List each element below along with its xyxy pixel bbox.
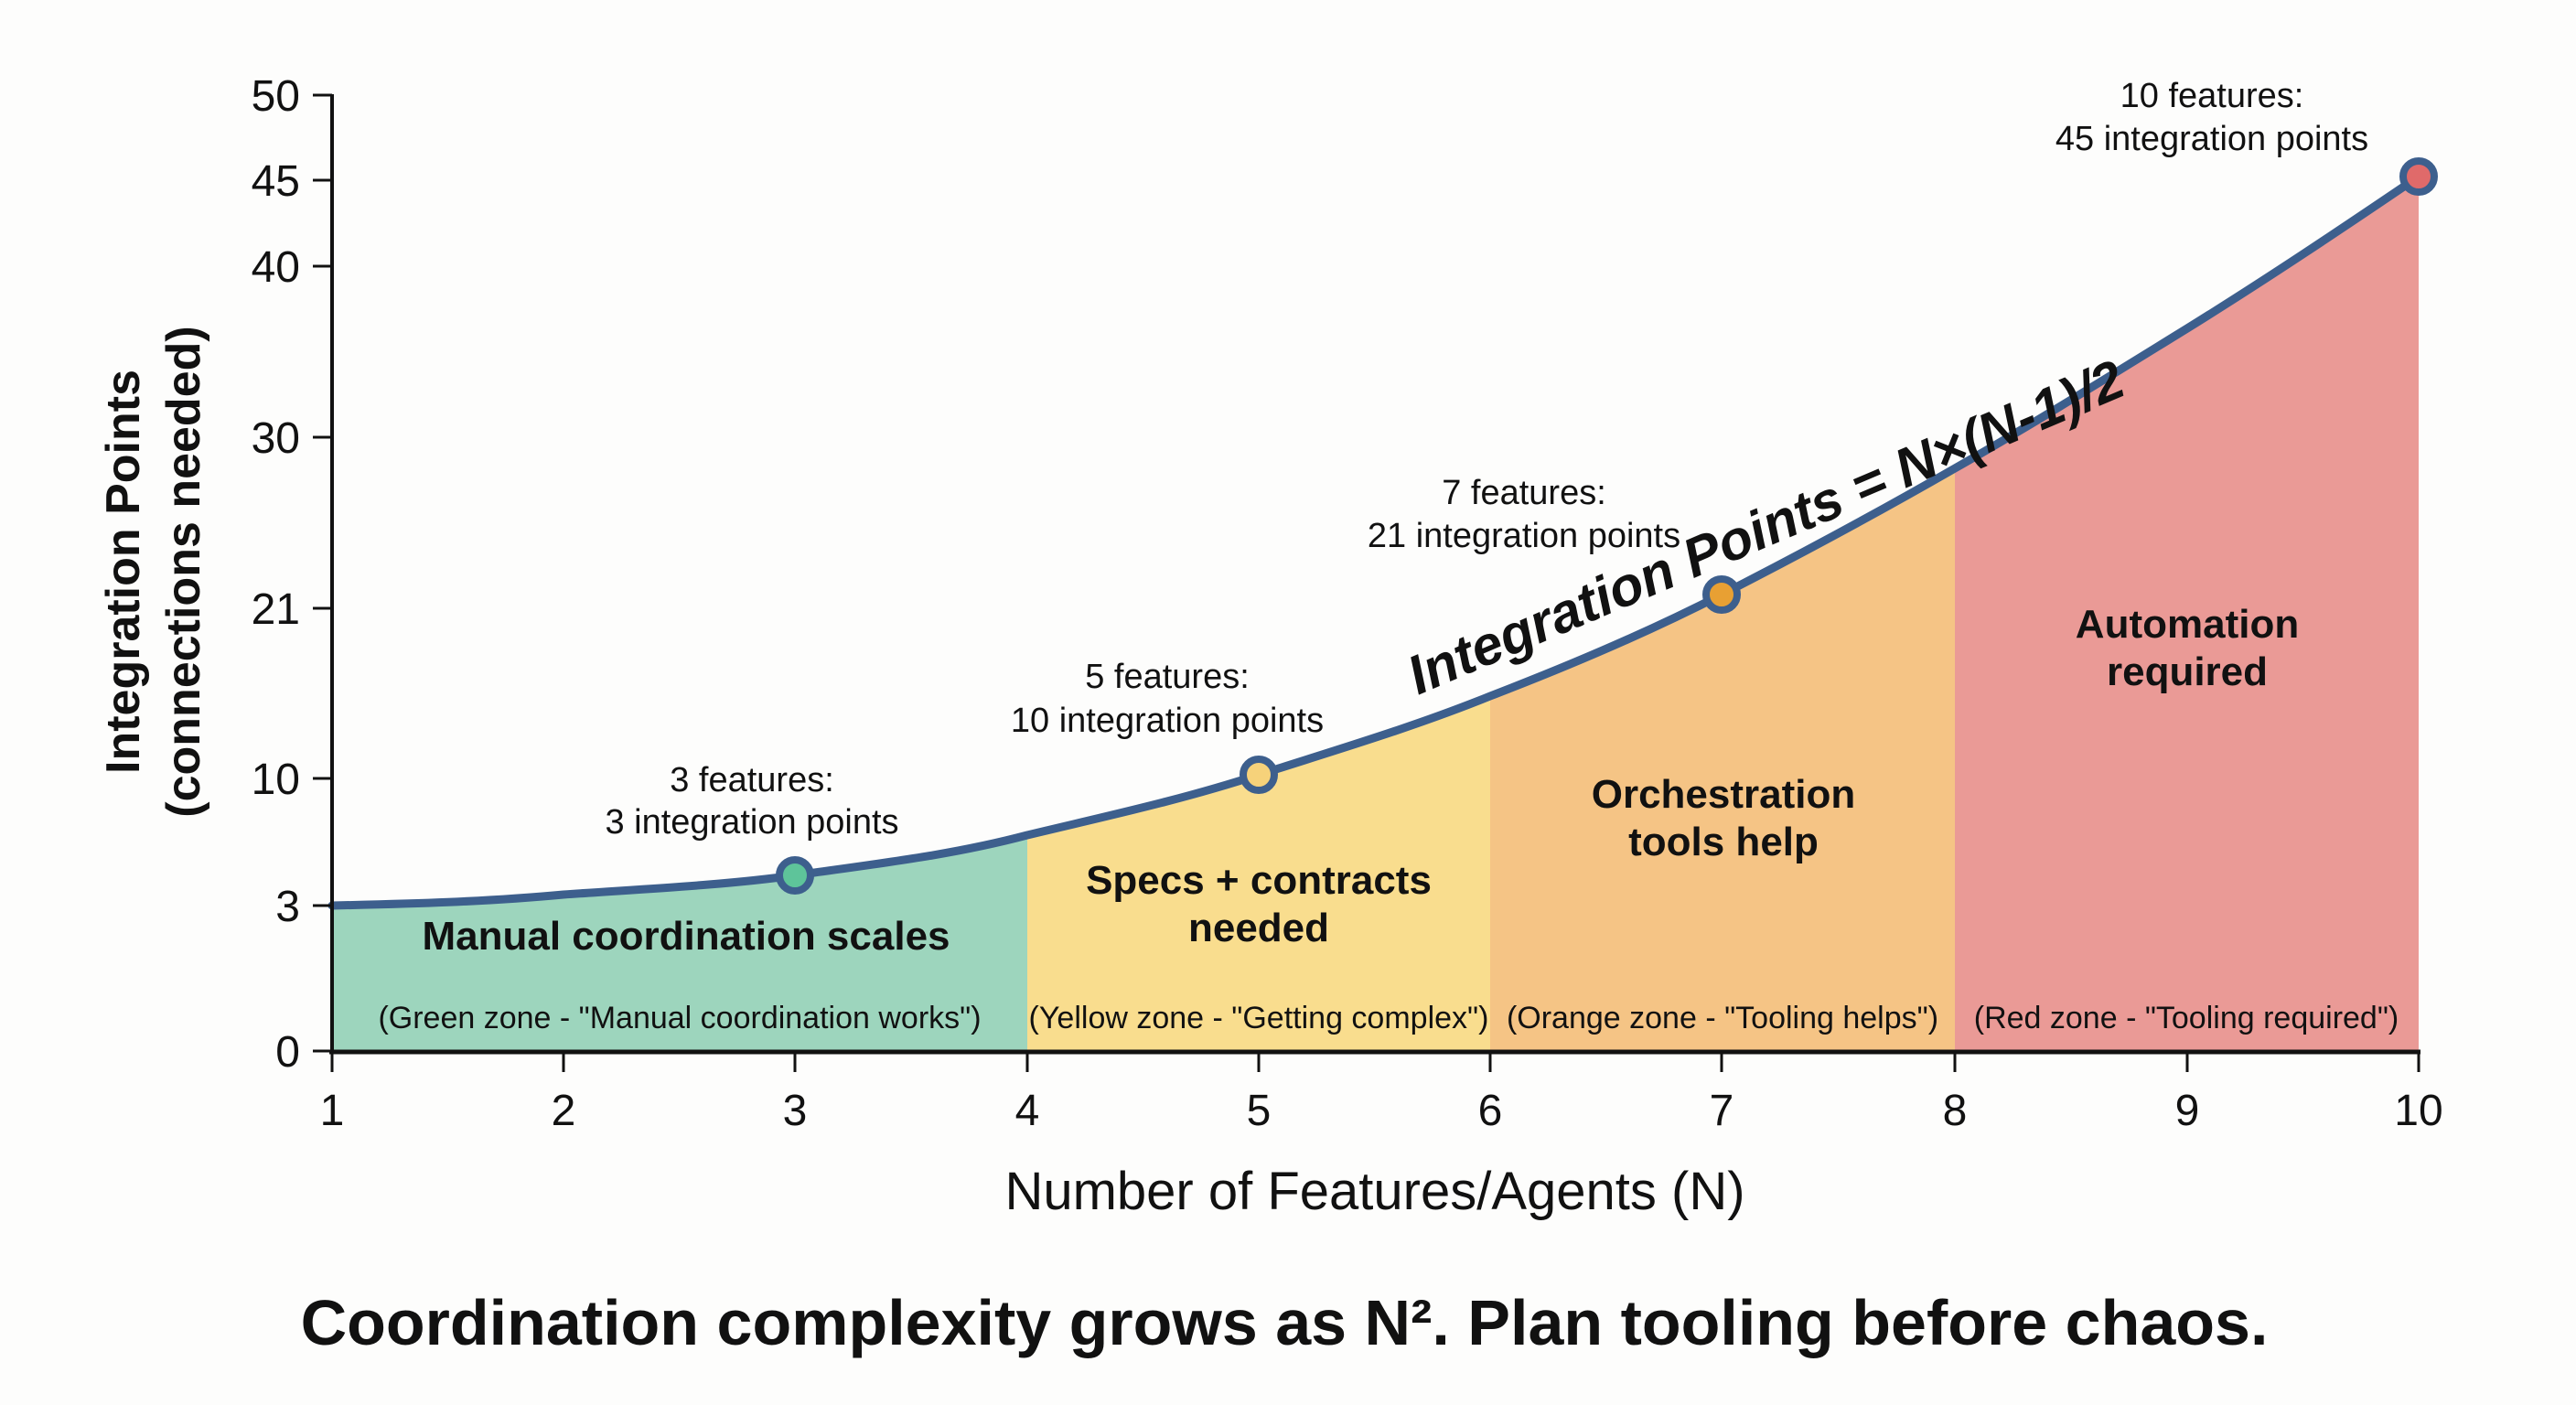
y-tick-labels: 50 45 40 30 21 10 3 0 <box>252 72 300 1077</box>
integration-curve <box>327 172 2423 910</box>
x-ticks <box>330 1052 2420 1072</box>
y-axis-label: Integration Points (connections needed) <box>97 326 210 817</box>
red-zone-note: (Red zone - "Tooling required") <box>1974 1001 2399 1035</box>
point-7-label-line1: 7 features: <box>1442 474 1606 512</box>
x-axis-label: Number of Features/Agents (N) <box>1004 1162 1744 1221</box>
x-tick-labels: 1 2 3 4 5 6 7 8 9 10 <box>320 1087 2443 1135</box>
y-tick-label: 21 <box>252 585 300 634</box>
point-7-label-line2: 21 integration points <box>1368 517 1680 555</box>
x-tick-label: 10 <box>2394 1087 2442 1135</box>
y-tick-label: 45 <box>252 157 300 206</box>
y-tick-label: 30 <box>252 414 300 463</box>
x-tick-label: 4 <box>1015 1087 1040 1135</box>
point-5-label-line1: 5 features: <box>1085 658 1250 696</box>
y-tick-label: 50 <box>252 72 300 121</box>
point-10-label-line2: 45 integration points <box>2055 120 2368 158</box>
x-tick-label: 8 <box>1943 1087 1968 1135</box>
x-tick-label: 2 <box>552 1087 576 1135</box>
red-zone-title-line1: Automation <box>2076 602 2299 647</box>
y-axis-label-line1: Integration Points <box>97 370 150 774</box>
orange-zone-note: (Orange zone - "Tooling helps") <box>1507 1001 1938 1035</box>
point-marker-10[interactable] <box>2399 157 2438 196</box>
x-tick-label: 9 <box>2175 1087 2200 1135</box>
y-tick-label: 10 <box>252 756 300 804</box>
red-zone-title-line2: required <box>2107 649 2268 694</box>
orange-zone-title-line1: Orchestration <box>1592 772 1856 817</box>
y-ticks <box>313 93 332 1053</box>
yellow-zone-title-line2: needed <box>1188 906 1329 950</box>
x-tick-label: 3 <box>783 1087 808 1135</box>
red-zone <box>1955 177 2419 1051</box>
y-axis-label-line2: (connections needed) <box>157 326 210 817</box>
yellow-zone-title-line1: Specs + contracts <box>1086 858 1432 903</box>
point-3-label-line1: 3 features: <box>670 761 834 799</box>
point-marker-3[interactable] <box>776 856 814 895</box>
y-tick-label: 3 <box>275 883 300 931</box>
green-zone-title: Manual coordination scales <box>422 914 950 959</box>
y-tick-label: 40 <box>252 243 300 292</box>
x-tick-label: 5 <box>1247 1087 1272 1135</box>
point-5-label-line2: 10 integration points <box>1011 702 1324 740</box>
yellow-zone-note: (Yellow zone - "Getting complex") <box>1029 1001 1489 1035</box>
point-10-label-line1: 10 features: <box>2120 77 2304 115</box>
x-tick-label: 7 <box>1710 1087 1734 1135</box>
y-tick-label: 0 <box>275 1028 300 1077</box>
green-zone-note: (Green zone - "Manual coordination works… <box>378 1001 981 1035</box>
point-marker-7[interactable] <box>1702 575 1741 614</box>
chart-title: Coordination complexity grows as N². Pla… <box>301 1287 2269 1358</box>
orange-zone-title-line2: tools help <box>1628 820 1819 864</box>
x-tick-label: 6 <box>1478 1087 1503 1135</box>
x-tick-label: 1 <box>320 1087 345 1135</box>
point-marker-5[interactable] <box>1240 756 1278 794</box>
point-3-label-line2: 3 integration points <box>605 803 898 842</box>
